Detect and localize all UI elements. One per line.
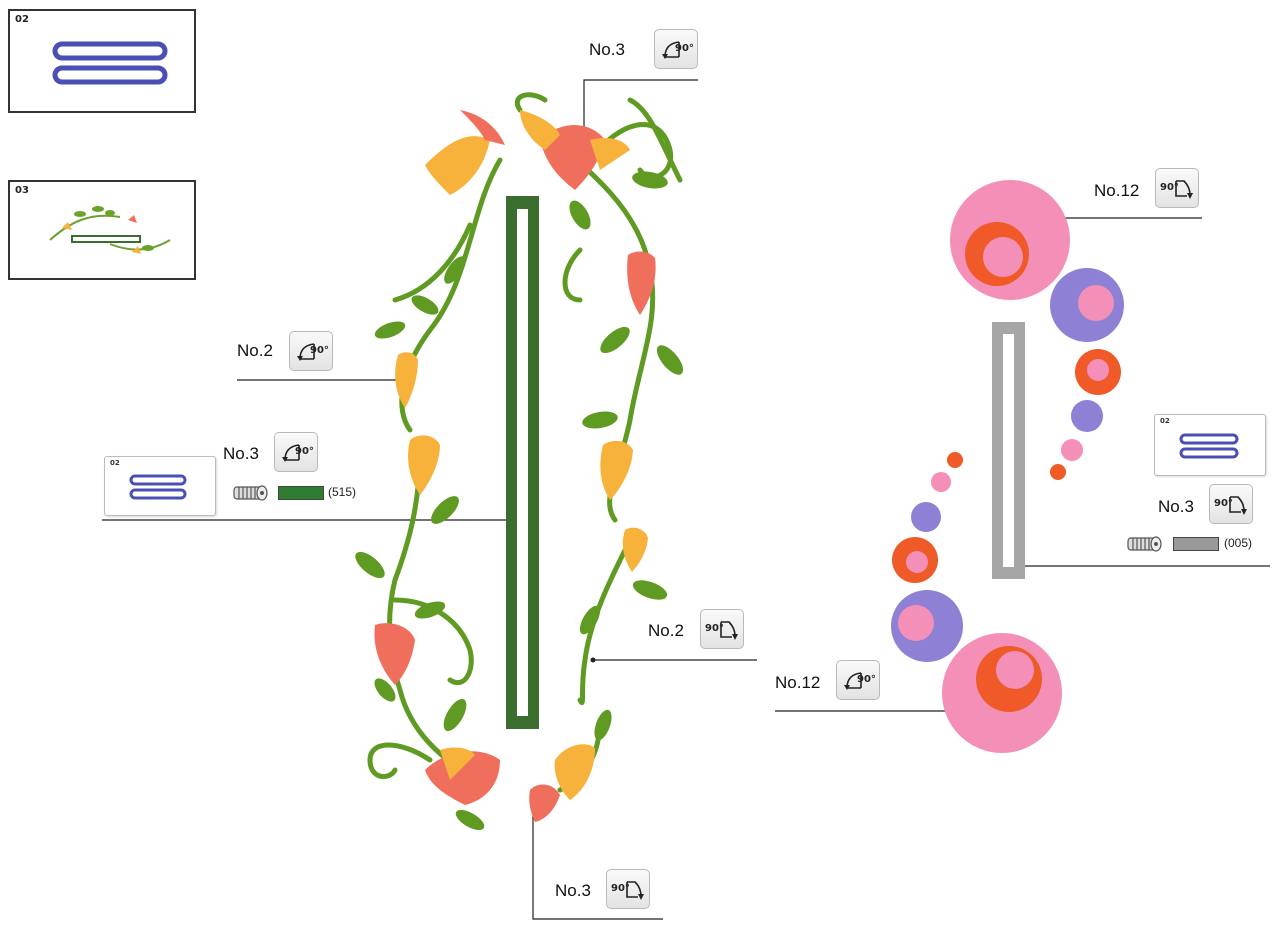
- pattern-thumbnail-02[interactable]: 02: [8, 9, 196, 113]
- rotate-left-icon: [662, 41, 680, 59]
- pattern-preview-icon: [52, 41, 168, 85]
- pattern-preview-icon: [129, 474, 187, 500]
- floral-pattern-preview-icon: [49, 206, 171, 254]
- stitch-number-label: No.3: [223, 444, 259, 463]
- stitch-number-label: No.2: [237, 341, 273, 360]
- thread-spool-icon: [233, 485, 268, 501]
- flowers: [374, 110, 656, 822]
- rotate-ccw-90-button[interactable]: 90°: [289, 331, 333, 371]
- rotate-right-icon: [626, 881, 644, 900]
- rotate-angle-text: 90°: [295, 446, 314, 457]
- rotate-angle-text: 90°: [310, 345, 329, 356]
- rotate-right-icon: [720, 621, 738, 640]
- rotate-angle-text: 90°: [675, 43, 694, 54]
- thumbnail-number: 02: [15, 14, 29, 25]
- rotate-left-icon: [282, 444, 300, 462]
- rotate-angle-text: 90°: [1160, 182, 1179, 193]
- leaves: [355, 171, 684, 831]
- thread-color-code: (515): [328, 485, 357, 499]
- rotate-cw-90-button[interactable]: 90°: [1155, 168, 1199, 208]
- rotate-ccw-90-button[interactable]: 90°: [654, 29, 698, 69]
- pattern-preview-icon: [1179, 433, 1239, 459]
- rotate-angle-text: 90°: [1214, 498, 1233, 509]
- rotate-cw-90-button[interactable]: 90°: [1209, 484, 1253, 524]
- stitch-number-label: No.12: [775, 673, 821, 692]
- rotate-ccw-90-button[interactable]: 90°: [836, 660, 880, 700]
- gray-buttonhole-frame: [992, 322, 1025, 579]
- thread-color-swatch: [1173, 537, 1219, 551]
- thread-color-code: (005): [1224, 536, 1253, 550]
- stitch-number-label: No.3: [589, 40, 625, 59]
- rotate-angle-text: 90°: [705, 623, 724, 634]
- thumbnail-number: 03: [15, 185, 29, 196]
- rotate-cw-90-button[interactable]: 90°: [606, 869, 650, 909]
- rotate-right-icon: [1175, 180, 1193, 199]
- rotate-cw-90-button[interactable]: 90°: [700, 609, 744, 649]
- stitch-number-label: No.3: [1158, 497, 1194, 516]
- rotate-angle-text: 90°: [611, 883, 630, 894]
- card-number: 02: [1160, 417, 1170, 425]
- pattern-thumbnail-03[interactable]: 03: [8, 180, 196, 280]
- rotate-right-icon: [1229, 496, 1247, 515]
- rotate-angle-text: 90°: [857, 674, 876, 685]
- stitch-number-label: No.2: [648, 621, 684, 640]
- pattern-card-02-right[interactable]: 02: [1154, 414, 1266, 476]
- thread-color-swatch: [278, 486, 324, 500]
- pattern-card-02-left[interactable]: 02: [104, 456, 216, 516]
- rotate-ccw-90-button[interactable]: 90°: [274, 432, 318, 472]
- stitch-number-label: No.12: [1094, 181, 1140, 200]
- rotate-left-icon: [844, 672, 862, 690]
- decorative-circles: [891, 180, 1124, 753]
- stitch-number-label: No.3: [555, 881, 591, 900]
- rotate-left-icon: [297, 343, 315, 361]
- thread-spool-icon: [1127, 536, 1162, 552]
- green-buttonhole-frame: [506, 196, 539, 729]
- card-number: 02: [110, 459, 120, 467]
